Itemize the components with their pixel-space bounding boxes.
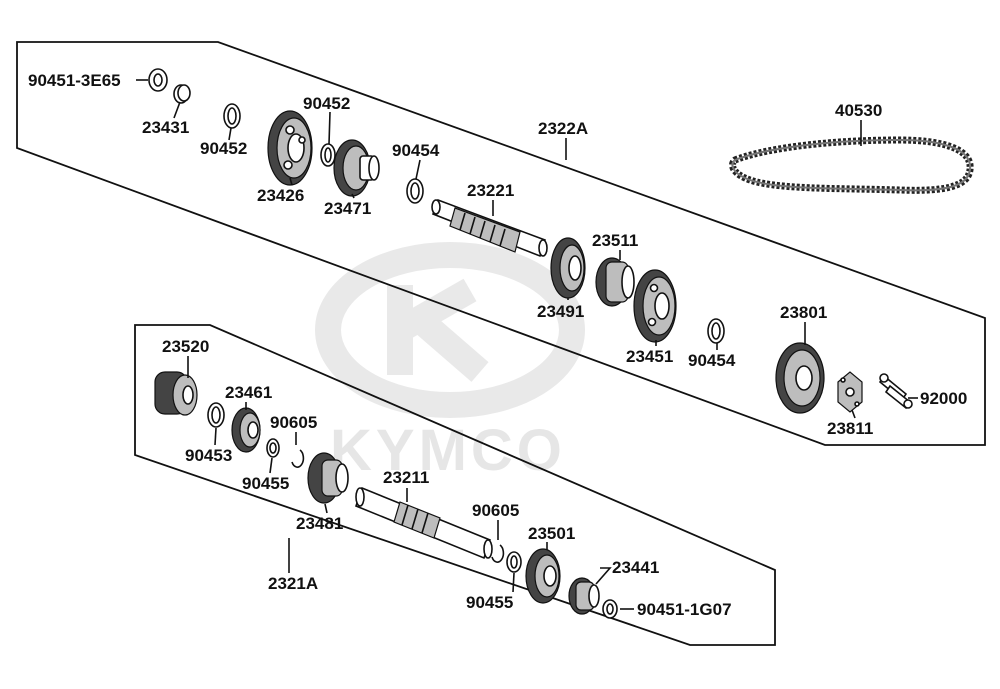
- gear-23451[interactable]: [633, 269, 677, 343]
- label-90454-a: 90454: [392, 141, 440, 160]
- label-23801: 23801: [780, 303, 827, 322]
- gear-23481[interactable]: [307, 452, 349, 504]
- watermark-text: KYMCO: [330, 418, 566, 483]
- label-90455-b: 90455: [466, 593, 513, 612]
- label-90605-a: 90605: [270, 413, 317, 432]
- washer-90454-a[interactable]: [406, 178, 424, 204]
- gear-23520[interactable]: [154, 371, 198, 416]
- washer-90454-b[interactable]: [707, 318, 725, 344]
- label-2321a: 2321A: [268, 574, 318, 593]
- washer-90451-3e65[interactable]: [148, 68, 168, 92]
- leader-lines: [136, 79, 918, 610]
- lock-plate-23811[interactable]: [837, 371, 863, 413]
- label-23461: 23461: [225, 383, 272, 402]
- washer-90452-b[interactable]: [320, 143, 336, 167]
- label-23501: 23501: [528, 524, 575, 543]
- label-90452-b: 90452: [303, 94, 350, 113]
- gear-23441[interactable]: [568, 577, 600, 615]
- label-90451-3e65: 90451-3E65: [28, 71, 121, 90]
- drive-chain-40530[interactable]: [729, 136, 974, 194]
- kymco-watermark: KYMCO: [315, 242, 585, 483]
- gear-23426[interactable]: [267, 110, 313, 186]
- label-90605-b: 90605: [472, 501, 519, 520]
- washer-90455-b[interactable]: [506, 551, 522, 573]
- shaft-23211[interactable]: [355, 486, 493, 560]
- label-90455-a: 90455: [242, 474, 289, 493]
- watermark-k: [387, 278, 489, 382]
- label-23441: 23441: [612, 558, 659, 577]
- washer-90455-a[interactable]: [266, 438, 280, 458]
- washer-90452-a[interactable]: [223, 103, 241, 129]
- shaft-23221[interactable]: [431, 198, 548, 258]
- washer-90453[interactable]: [207, 402, 225, 428]
- label-23451: 23451: [626, 347, 673, 366]
- label-23426: 23426: [257, 186, 304, 205]
- washer-90451-1g07[interactable]: [602, 599, 618, 619]
- label-90451-1g07: 90451-1G07: [637, 600, 732, 619]
- lower-assembly-frame: [134, 324, 776, 646]
- label-23491: 23491: [537, 302, 584, 321]
- bushing-23431[interactable]: [173, 84, 191, 104]
- label-23471: 23471: [324, 199, 371, 218]
- label-23481: 23481: [296, 514, 343, 533]
- label-23520: 23520: [162, 337, 209, 356]
- gear-23491[interactable]: [550, 237, 586, 299]
- label-2322a: 2322A: [538, 119, 588, 138]
- gear-23511[interactable]: [595, 257, 635, 307]
- label-23221: 23221: [467, 181, 514, 200]
- label-90454-b: 90454: [688, 351, 736, 370]
- label-90453: 90453: [185, 446, 232, 465]
- upper-assembly-frame: [16, 41, 986, 446]
- label-23211: 23211: [383, 468, 429, 487]
- label-23431: 23431: [142, 118, 189, 137]
- circlip-90605-b[interactable]: [491, 544, 505, 563]
- circlip-90605-a[interactable]: [291, 449, 305, 468]
- label-40530: 40530: [835, 101, 882, 120]
- gear-23501[interactable]: [525, 548, 561, 604]
- part-labels: 90451-3E65 23431 90452 90452 23426 23471…: [28, 71, 967, 619]
- sprocket-23801[interactable]: [775, 342, 825, 414]
- watermark-oval: [315, 242, 585, 418]
- label-23511: 23511: [592, 231, 638, 250]
- gear-23461[interactable]: [231, 407, 261, 453]
- gear-23471[interactable]: [333, 139, 380, 197]
- label-92000: 92000: [920, 389, 967, 408]
- bolt-92000[interactable]: [878, 373, 913, 410]
- label-23811: 23811: [827, 419, 873, 438]
- label-90452-a: 90452: [200, 139, 247, 158]
